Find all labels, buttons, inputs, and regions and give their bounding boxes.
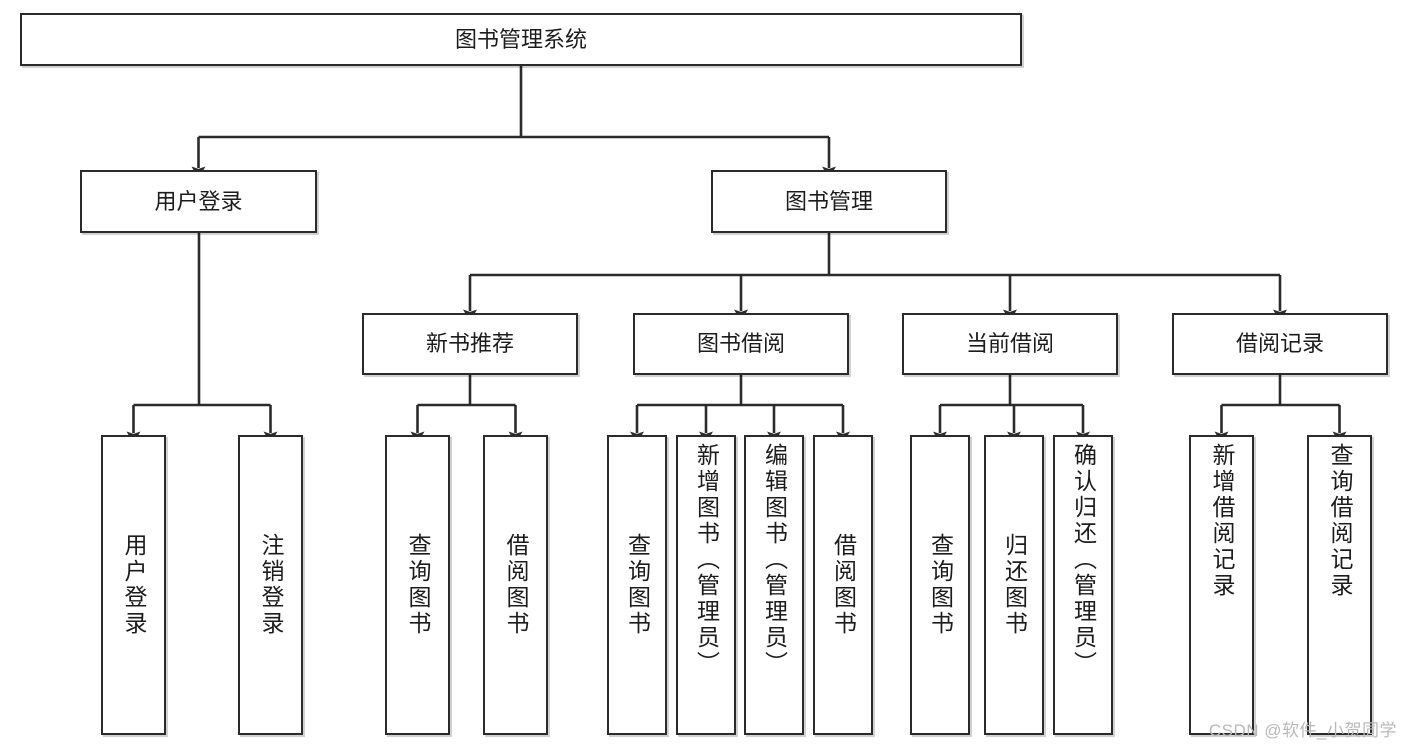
- node-label-leaf-logout: 注销登录: [258, 533, 284, 637]
- node-leaf-cu-query[interactable]: 查询图书: [910, 435, 970, 735]
- node-label-leaf-bo-borrow: 借阅图书: [830, 533, 857, 637]
- node-leaf-nb-query[interactable]: 查询图书: [385, 435, 450, 735]
- node-leaf-bo-borrow[interactable]: 借阅图书: [813, 435, 873, 735]
- node-label-leaf-bo-add: 新增图书（管理员）: [693, 443, 720, 677]
- node-leaf-bo-query[interactable]: 查询图书: [607, 435, 667, 735]
- node-leaf-login[interactable]: 用户登录: [101, 435, 166, 735]
- node-leaf-logout[interactable]: 注销登录: [238, 435, 303, 735]
- node-records[interactable]: 借阅记录: [1172, 313, 1388, 375]
- node-label-bookmgmt: 图书管理: [784, 188, 873, 214]
- node-label-current: 当前借阅: [965, 331, 1054, 357]
- node-label-root: 图书管理系统: [454, 26, 587, 52]
- node-bookmgmt[interactable]: 图书管理: [711, 170, 947, 233]
- node-login[interactable]: 用户登录: [80, 170, 317, 233]
- node-newbook[interactable]: 新书推荐: [362, 313, 578, 375]
- node-label-login: 用户登录: [154, 188, 243, 214]
- node-leaf-re-query[interactable]: 查询借阅记录: [1307, 435, 1372, 735]
- node-label-leaf-bo-edit: 编辑图书（管理员）: [761, 443, 788, 677]
- node-leaf-cu-return[interactable]: 归还图书: [984, 435, 1044, 735]
- node-label-borrow: 图书借阅: [696, 331, 785, 357]
- node-label-leaf-nb-borrow: 借阅图书: [503, 533, 529, 637]
- node-label-leaf-nb-query: 查询图书: [405, 533, 431, 637]
- node-label-leaf-re-add: 新增借阅记录: [1209, 443, 1235, 599]
- node-borrow[interactable]: 图书借阅: [633, 313, 849, 375]
- node-label-records: 借阅记录: [1235, 331, 1324, 357]
- node-leaf-re-add[interactable]: 新增借阅记录: [1189, 435, 1254, 735]
- node-leaf-bo-edit[interactable]: 编辑图书（管理员）: [744, 435, 804, 735]
- node-current[interactable]: 当前借阅: [902, 313, 1118, 375]
- node-label-leaf-cu-query: 查询图书: [927, 533, 954, 637]
- node-leaf-bo-add[interactable]: 新增图书（管理员）: [676, 435, 736, 735]
- node-label-leaf-cu-return: 归还图书: [1001, 533, 1028, 637]
- node-label-newbook: 新书推荐: [425, 331, 514, 357]
- connector-lines: [126, 66, 1347, 444]
- node-leaf-cu-confirm[interactable]: 确认归还（管理员）: [1053, 435, 1113, 735]
- node-leaf-nb-borrow[interactable]: 借阅图书: [483, 435, 548, 735]
- node-root[interactable]: 图书管理系统: [20, 13, 1022, 66]
- node-label-leaf-login: 用户登录: [121, 533, 147, 637]
- node-label-leaf-bo-query: 查询图书: [624, 533, 651, 637]
- node-label-leaf-cu-confirm: 确认归还（管理员）: [1070, 443, 1097, 677]
- node-label-leaf-re-query: 查询借阅记录: [1327, 443, 1353, 599]
